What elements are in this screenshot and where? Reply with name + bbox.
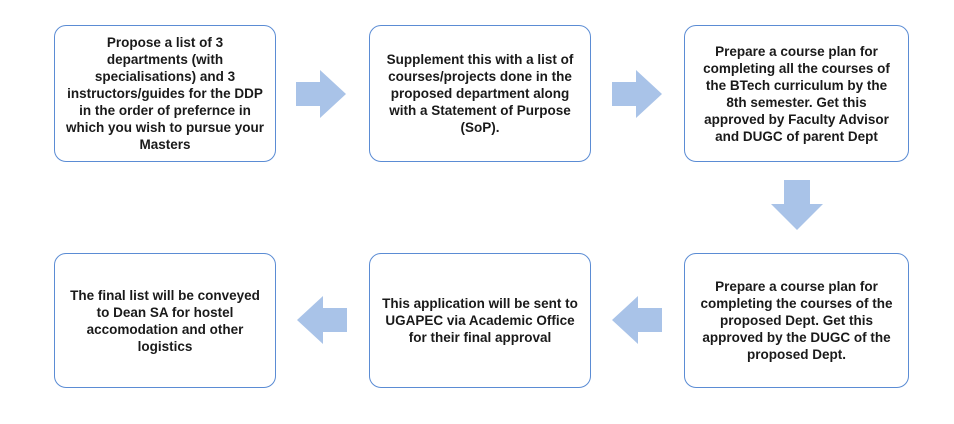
arrow-left-2-icon [297, 296, 347, 344]
step-5-box: This application will be sent to UGAPEC … [369, 253, 591, 388]
step-4-box: Prepare a course plan for completing the… [684, 253, 909, 388]
step-5-text: This application will be sent to UGAPEC … [382, 296, 578, 345]
step-2-box: Supplement this with a list of courses/p… [369, 25, 591, 162]
step-3-text: Prepare a course plan for completing all… [703, 43, 890, 144]
arrow-right-1-icon [296, 70, 346, 118]
arrow-left-1-icon [612, 296, 662, 344]
step-6-text: The final list will be conveyed to Dean … [70, 287, 260, 354]
step-6-box: The final list will be conveyed to Dean … [54, 253, 276, 388]
step-1-box: Propose a list of 3 departments (with sp… [54, 25, 276, 162]
step-1-text: Propose a list of 3 departments (with sp… [65, 35, 265, 152]
step-4-text: Prepare a course plan for completing the… [700, 279, 893, 362]
arrow-down-icon [771, 180, 823, 230]
arrow-right-2-icon [612, 70, 662, 118]
step-3-box: Prepare a course plan for completing all… [684, 25, 909, 162]
step-2-text: Supplement this with a list of courses/p… [386, 52, 574, 135]
